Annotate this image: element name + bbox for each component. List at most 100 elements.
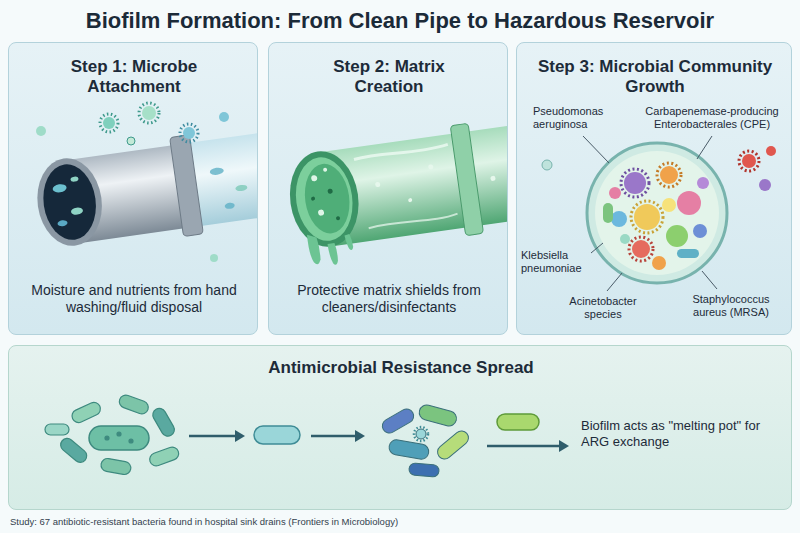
illustration-shape	[70, 400, 103, 424]
illustration-shape	[327, 188, 333, 194]
illustration-shape	[660, 166, 678, 184]
band-note: Biofilm acts as "melting pot" for ARG ex…	[581, 418, 781, 449]
organism-label: Carbapenemase-producing Enterobacterales…	[637, 105, 787, 131]
illustration-shape	[490, 176, 496, 182]
illustration-shape	[70, 176, 79, 182]
illustration-shape	[739, 151, 759, 171]
illustration-shape	[117, 432, 121, 436]
arrows	[189, 430, 569, 452]
illustration-shape	[284, 147, 365, 252]
organism-label: Acinetobacter species	[553, 295, 653, 321]
illustration-shape	[142, 106, 156, 120]
illustration-shape	[677, 249, 699, 258]
illustration-shape	[328, 243, 339, 266]
illustration-shape	[375, 182, 381, 188]
organism-label: Staphylococcus aureus (MRSA)	[675, 293, 787, 319]
illustration-shape	[666, 225, 688, 247]
diagram-title: Biofilm Formation: From Clean Pipe to Ha…	[0, 8, 800, 34]
illustration-shape	[100, 457, 132, 475]
step-description: Protective matrix shields from cleaners/…	[279, 282, 499, 316]
illustration-shape	[323, 167, 328, 172]
illustration-shape	[624, 172, 646, 194]
illustration-shape	[139, 103, 159, 123]
illustration-shape	[742, 154, 756, 168]
band-heading: Antimicrobial Resistance Spread	[159, 358, 643, 378]
illustration-shape	[183, 127, 195, 139]
illustration-shape	[416, 429, 426, 439]
illustration-shape	[629, 237, 653, 261]
illustration-shape	[693, 224, 707, 238]
illustration-shape	[235, 184, 248, 192]
illustration-shape	[414, 427, 428, 441]
step-heading: Step 2: Matrix Creation	[299, 57, 479, 98]
illustration-shape	[355, 430, 365, 442]
illustration-shape	[210, 254, 218, 262]
illustration-shape	[180, 124, 198, 142]
organism-label: Klebsiella pneumoniae	[521, 249, 587, 275]
illustration-shape	[118, 393, 151, 415]
illustration-shape	[32, 154, 108, 250]
illustration-shape	[311, 196, 316, 201]
illustration-shape	[368, 214, 457, 229]
illustration-shape	[89, 426, 149, 450]
illustration-shape	[71, 207, 84, 216]
illustration-shape	[58, 436, 89, 465]
illustration-shape	[634, 204, 660, 230]
illustration-shape	[697, 136, 712, 159]
illustration-shape	[418, 403, 459, 427]
organism-label: Pseudomonas aeruginosa	[533, 105, 633, 131]
illustration-shape	[224, 202, 235, 209]
illustration-shape	[209, 167, 224, 176]
illustration-shape	[595, 151, 719, 275]
floating-microbes	[36, 103, 229, 262]
step-panel: Step 1: Microbe AttachmentMoisture and n…	[8, 42, 258, 335]
illustration-shape	[388, 439, 430, 461]
illustration-shape	[301, 161, 354, 236]
step-heading: Step 3: Microbial Community Growth	[537, 57, 773, 98]
leader-lines	[583, 136, 717, 291]
illustration-shape	[150, 406, 176, 438]
illustration-shape	[652, 256, 666, 270]
illustration-shape	[766, 146, 776, 156]
illustration-shape	[542, 160, 552, 170]
illustration-shape	[408, 198, 413, 203]
illustration-shape	[103, 117, 115, 129]
illustration-shape	[697, 177, 709, 189]
illustration-shape	[677, 191, 701, 215]
illustration-shape	[129, 439, 133, 443]
illustration-shape	[254, 426, 300, 444]
step-description: Moisture and nutrients from hand washing…	[19, 282, 249, 316]
illustration-shape	[657, 163, 681, 187]
illustration-shape	[611, 211, 627, 227]
illustration-shape	[31, 124, 258, 256]
illustration-shape	[497, 414, 539, 430]
illustration-shape	[36, 126, 46, 136]
illustration-shape	[380, 406, 416, 435]
illustration-shape	[450, 123, 483, 235]
illustration-shape	[609, 187, 621, 199]
illustration-shape	[100, 114, 118, 132]
illustration-shape	[127, 137, 135, 145]
illustration-shape	[219, 112, 229, 122]
step-heading: Step 1: Microbe Attachment	[39, 57, 229, 98]
illustration-shape	[311, 175, 318, 182]
illustration-shape	[435, 428, 472, 462]
illustration-shape	[587, 143, 727, 283]
step-panel: Step 3: Microbial Community GrowthPseudo…	[516, 42, 792, 335]
illustration-shape	[631, 201, 663, 233]
summary-band: Antimicrobial Resistance SpreadBiofilm a…	[8, 345, 792, 510]
illustration-shape	[583, 136, 609, 163]
illustration-shape	[170, 135, 204, 237]
mixed-bacteria	[380, 403, 472, 477]
illustration-shape	[559, 440, 569, 452]
source-caption: Study: 67 antibiotic-resistant bacteria …	[10, 516, 790, 527]
illustration-shape	[57, 220, 68, 227]
illustration-shape	[52, 183, 67, 193]
illustration-shape	[607, 273, 622, 291]
illustration-shape	[620, 234, 630, 244]
illustration-shape	[759, 179, 771, 191]
illustration-shape	[354, 144, 448, 160]
bacteria-cluster	[45, 393, 180, 475]
microbes	[603, 163, 709, 270]
